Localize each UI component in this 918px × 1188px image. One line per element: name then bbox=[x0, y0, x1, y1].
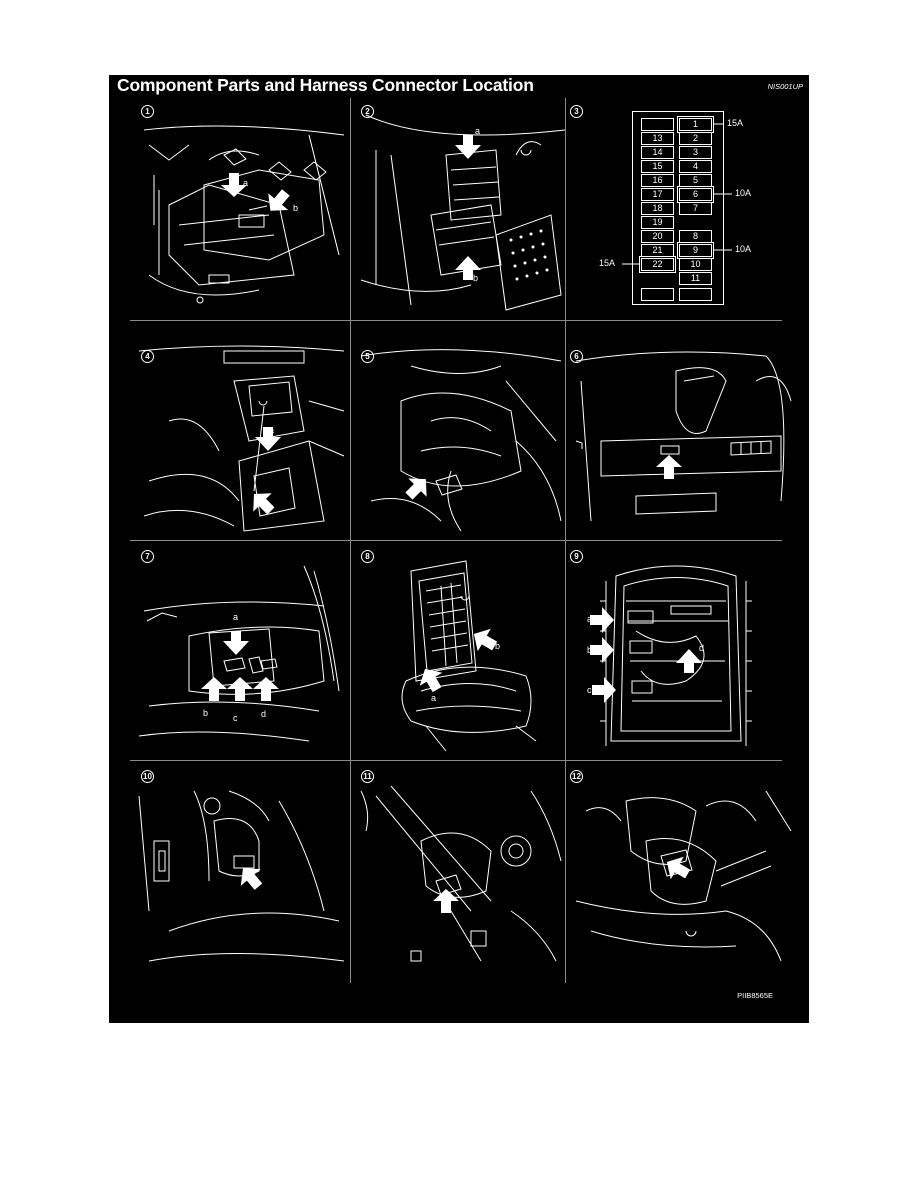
fuse-4: 4 bbox=[679, 160, 712, 173]
panel-number: 2 bbox=[361, 105, 374, 118]
fuse-5: 5 bbox=[679, 174, 712, 187]
fuse-20: 20 bbox=[641, 230, 674, 243]
grid-divider-h3 bbox=[130, 760, 782, 761]
panel-number: 5 bbox=[361, 350, 374, 363]
fuse-22-rating: 15A bbox=[599, 258, 616, 268]
fuse-15: 15 bbox=[641, 160, 674, 173]
panel-1: 1 a b bbox=[109, 75, 350, 320]
panel-number: 10 bbox=[141, 770, 154, 783]
panel-number: 3 bbox=[570, 105, 583, 118]
steering-lock-unit-illustration bbox=[575, 790, 792, 962]
panel-11: 11 bbox=[351, 761, 565, 983]
panel-2: 2 a b bbox=[351, 75, 565, 320]
panel-number: 7 bbox=[141, 550, 154, 563]
fuse-18: 18 bbox=[641, 202, 674, 215]
fuse-10: 10 bbox=[679, 258, 712, 271]
callout-a: a bbox=[243, 178, 249, 188]
grid-divider-h1 bbox=[130, 320, 782, 321]
document-code: NIS001UP bbox=[767, 82, 803, 91]
fuse-slot-empty bbox=[641, 288, 674, 301]
callout-d: d bbox=[261, 709, 267, 719]
panel-5: 5 bbox=[351, 321, 565, 540]
page-title: Component Parts and Harness Connector Lo… bbox=[117, 75, 534, 95]
fuse-9: 9 bbox=[677, 242, 714, 259]
panel-number: 1 bbox=[141, 105, 154, 118]
fuse-22: 22 bbox=[639, 256, 676, 273]
fuse-8: 8 bbox=[679, 230, 712, 243]
fuse-9-rating: 10A bbox=[735, 244, 752, 254]
fuse-19: 19 bbox=[641, 216, 674, 229]
fuse-16: 16 bbox=[641, 174, 674, 187]
fuse-13: 13 bbox=[641, 132, 674, 145]
seat-back-harness-illustration bbox=[590, 565, 752, 746]
fuse-leader-lines bbox=[622, 123, 732, 265]
callout-a: a bbox=[587, 614, 593, 624]
grid-divider-h2 bbox=[130, 540, 782, 541]
fuse-1-rating: 15A bbox=[727, 118, 744, 128]
pedal-bracket-illustration bbox=[360, 785, 562, 962]
panel-4: 4 a b bbox=[109, 321, 350, 540]
callout-a: a bbox=[269, 425, 275, 435]
fuse-17: 17 bbox=[641, 188, 674, 201]
steering-column-illustration bbox=[360, 349, 562, 532]
fuse-7: 7 bbox=[679, 202, 712, 215]
callout-c: c bbox=[233, 713, 238, 723]
callout-b: b bbox=[587, 645, 593, 655]
panel-9: 9 a b c d bbox=[566, 541, 806, 760]
fuse-3: 3 bbox=[679, 146, 712, 159]
panel-8: 8 a b bbox=[351, 541, 565, 760]
figure-code: PIIB8565E bbox=[737, 991, 773, 1000]
fuse-11: 11 bbox=[679, 272, 712, 285]
panel-number: 6 bbox=[570, 350, 583, 363]
fuse-6-rating: 10A bbox=[735, 188, 752, 198]
fuse-block-outline bbox=[632, 111, 724, 305]
panel-number: 11 bbox=[361, 770, 374, 783]
callout-b: b bbox=[473, 273, 479, 283]
callout-a: a bbox=[431, 693, 437, 703]
fuse-21: 21 bbox=[641, 244, 674, 257]
driver-seat-illustration bbox=[401, 560, 537, 752]
fuse-slot-empty bbox=[641, 118, 674, 131]
power-seat-switch-illustration bbox=[138, 565, 340, 742]
panel-6: 6 bbox=[566, 321, 806, 540]
callout-a: a bbox=[475, 126, 481, 136]
callout-b: b bbox=[293, 203, 299, 213]
center-console-illustration bbox=[138, 345, 345, 532]
panel-3: 3 13 14 15 16 17 18 19 20 21 22 1 2 3 4 … bbox=[566, 75, 806, 320]
instrument-panel-junction-illustration bbox=[360, 114, 565, 311]
lower-instrument-panel-illustration bbox=[138, 790, 345, 962]
callout-b: b bbox=[495, 641, 501, 651]
fuse-14: 14 bbox=[641, 146, 674, 159]
callout-a: a bbox=[233, 612, 239, 622]
callout-c: c bbox=[587, 685, 592, 695]
callout-b: b bbox=[203, 708, 209, 718]
panel-number: 12 bbox=[570, 770, 583, 783]
fuse-6: 6 bbox=[677, 186, 714, 203]
panel-number: 8 bbox=[361, 550, 374, 563]
driver-door-trim-illustration bbox=[575, 351, 792, 522]
panel-number: 9 bbox=[570, 550, 583, 563]
diagram-sheet: Component Parts and Harness Connector Lo… bbox=[109, 75, 809, 1023]
fuse-1: 1 bbox=[677, 116, 714, 133]
callout-d: d bbox=[699, 643, 705, 653]
fuse-2: 2 bbox=[679, 132, 712, 145]
panel-7: 7 a b c d bbox=[109, 541, 350, 760]
panel-10: 10 bbox=[109, 761, 350, 983]
fuse-slot-empty bbox=[679, 288, 712, 301]
engine-room-fuse-box-illustration bbox=[143, 125, 345, 304]
panel-12: 12 bbox=[566, 761, 806, 983]
